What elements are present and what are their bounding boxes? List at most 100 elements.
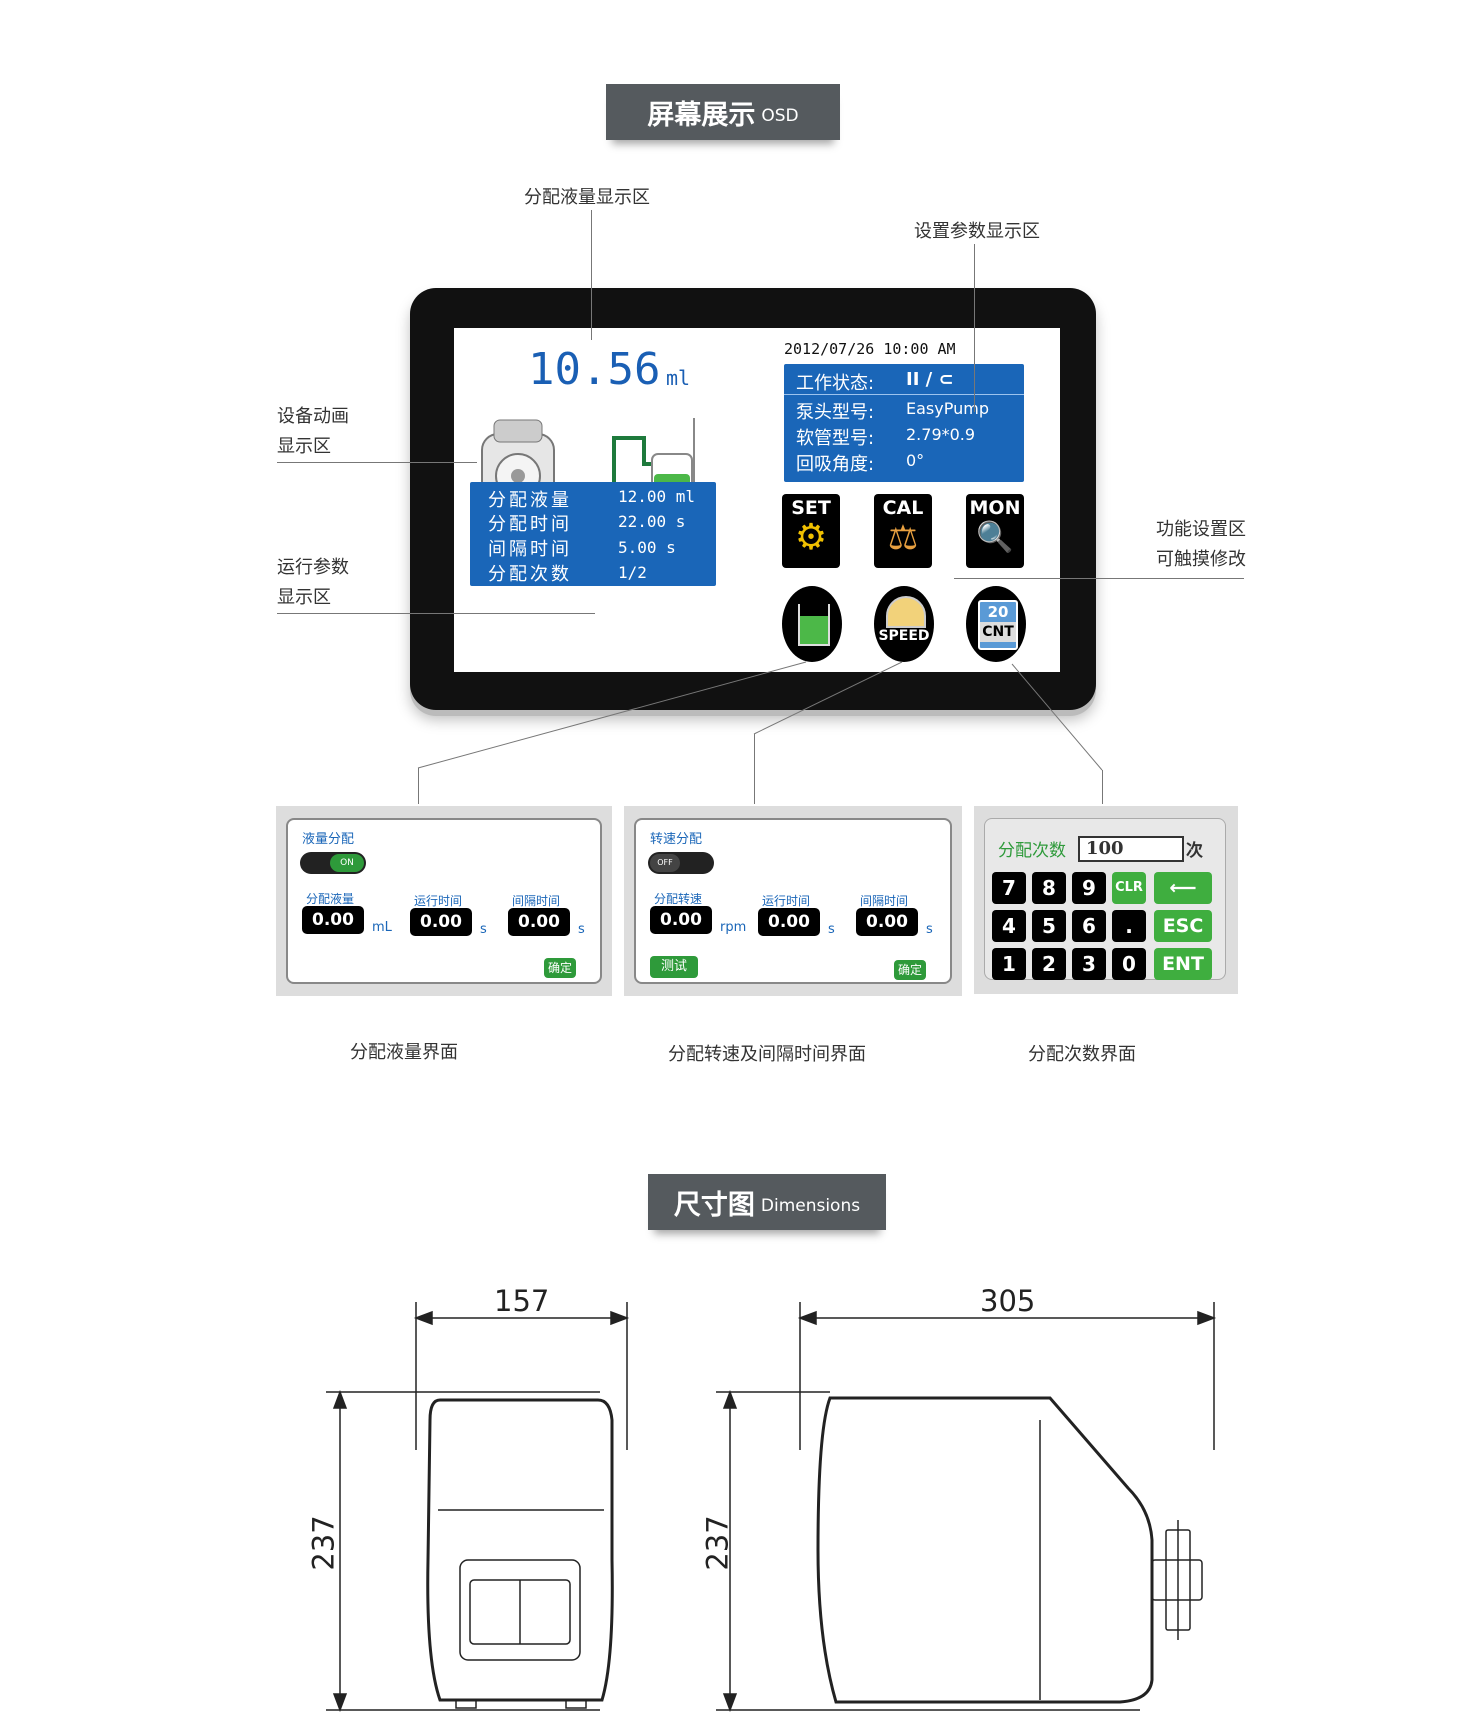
key-7[interactable]: 7: [992, 872, 1026, 904]
mon-label: MON: [969, 497, 1021, 519]
datetime: 2012/07/26 10:00 AM: [784, 340, 956, 358]
run-row-label: 分配液量: [488, 490, 572, 511]
osd-banner-subtitle: OSD: [761, 106, 799, 126]
interval-time-input[interactable]: 0.00: [508, 908, 570, 936]
run-row-value: 5.00 s: [618, 538, 676, 557]
scale-icon: ⚖: [887, 518, 919, 558]
volume-mode-button[interactable]: [782, 586, 842, 662]
leader-line: [754, 734, 755, 804]
dispense-volume-input[interactable]: 0.00: [302, 906, 364, 934]
confirm-button[interactable]: 确定: [544, 958, 576, 978]
key-8[interactable]: 8: [1032, 872, 1066, 904]
cal-label: CAL: [882, 497, 924, 519]
side-height-label: 237: [700, 1515, 735, 1571]
test-button[interactable]: 测试: [650, 956, 698, 978]
status-row-value: 0°: [906, 451, 925, 470]
callout-run-params-2: 显示区: [277, 587, 331, 608]
status-row-label: 泵头型号:: [796, 402, 875, 423]
callout-function-1: 功能设置区: [1156, 519, 1246, 540]
dispense-speed-input[interactable]: 0.00: [650, 906, 712, 934]
speed-panel: 转速分配 OFF 分配转速 0.00 rpm 运行时间 0.00 s 间隔时间 …: [624, 806, 962, 996]
gauge-icon: [886, 596, 926, 628]
key-1[interactable]: 1: [992, 948, 1026, 980]
volume-value: 10.56: [528, 344, 661, 395]
field-unit: rpm: [720, 920, 747, 935]
status-row-label: 软管型号:: [796, 428, 875, 449]
speed-panel-caption: 分配转速及间隔时间界面: [668, 1044, 866, 1065]
set-label: SET: [791, 497, 831, 519]
dimensions-banner-title: 尺寸图: [673, 1189, 755, 1221]
field-label: 运行时间: [414, 894, 463, 908]
key-4[interactable]: 4: [992, 910, 1026, 942]
escape-key[interactable]: ESC: [1154, 910, 1212, 942]
callout-animation-1: 设备动画: [277, 406, 349, 427]
enter-key[interactable]: ENT: [1154, 948, 1212, 980]
toggle-on: ON: [330, 854, 364, 872]
run-row-label: 间隔时间: [488, 539, 572, 560]
field-label: 间隔时间: [512, 894, 561, 908]
mon-button[interactable]: MON 🔍: [966, 494, 1024, 568]
key-5[interactable]: 5: [1032, 910, 1066, 942]
dimensions-banner-subtitle: Dimensions: [760, 1196, 861, 1216]
count-button[interactable]: 20 CNT: [966, 586, 1026, 662]
gear-icon: ⚙: [794, 517, 828, 558]
run-params-panel: 分配液量 12.00 ml 分配时间 22.00 s 间隔时间 5.00 s 分…: [470, 482, 716, 586]
status-row-value: EasyPump: [906, 399, 989, 418]
count-unit: 次: [1186, 841, 1203, 861]
leader-line: [591, 210, 592, 340]
beaker-icon: [798, 604, 830, 646]
leader-line: [1102, 770, 1103, 804]
leader-line: [418, 768, 419, 804]
front-width-label: 157: [494, 1284, 550, 1318]
backspace-key[interactable]: ⟵: [1154, 872, 1212, 904]
run-time-input[interactable]: 0.00: [758, 908, 820, 936]
count-badge: 20 CNT: [978, 600, 1018, 650]
count-label: CNT: [980, 622, 1016, 642]
key-2[interactable]: 2: [1032, 948, 1066, 980]
callout-run-params-1: 运行参数: [277, 557, 349, 578]
callout-set-params: 设置参数显示区: [914, 221, 1040, 242]
leader-line: [277, 462, 477, 463]
magnifier-icon: 🔍: [976, 520, 1014, 555]
toggle-off: OFF: [650, 854, 680, 872]
field-unit: s: [578, 922, 585, 937]
volume-unit: ml: [666, 366, 691, 390]
set-button[interactable]: SET ⚙: [782, 494, 840, 568]
key-9[interactable]: 9: [1072, 872, 1106, 904]
count-panel: 分配次数 100 次 7 8 9 CLR ⟵ 4 5 6 . ESC 1 2 3…: [974, 806, 1238, 994]
volume-panel-caption: 分配液量界面: [350, 1042, 458, 1063]
volume-panel-title: 液量分配: [302, 832, 355, 847]
status-panel: 工作状态: II / ⊂ 泵头型号: EasyPump 软管型号: 2.79*0…: [784, 364, 1024, 482]
osd-banner: 屏幕展示 OSD: [606, 84, 840, 140]
speed-button[interactable]: SPEED: [874, 586, 934, 662]
key-6[interactable]: 6: [1072, 910, 1106, 942]
field-label: 分配液量: [306, 892, 355, 906]
count-panel-caption: 分配次数界面: [1028, 1044, 1136, 1065]
callout-function-2: 可触摸修改: [1156, 549, 1246, 570]
run-row-value: 1/2: [618, 563, 647, 582]
clear-key[interactable]: CLR: [1112, 872, 1146, 904]
callout-animation-2: 显示区: [277, 436, 331, 457]
cal-button[interactable]: CAL ⚖: [874, 494, 932, 568]
run-row-label: 分配次数: [488, 564, 572, 585]
volume-toggle[interactable]: ON: [300, 852, 366, 874]
run-time-input[interactable]: 0.00: [410, 908, 472, 936]
field-unit: s: [480, 922, 487, 937]
speed-toggle[interactable]: OFF: [648, 852, 714, 874]
key-dot[interactable]: .: [1112, 910, 1146, 942]
speed-label: SPEED: [878, 628, 930, 644]
field-label: 运行时间: [762, 894, 811, 908]
leader-line: [277, 613, 595, 614]
count-label: 分配次数: [998, 841, 1066, 861]
field-label: 分配转速: [654, 892, 703, 906]
interval-time-input[interactable]: 0.00: [856, 908, 918, 936]
key-3[interactable]: 3: [1072, 948, 1106, 980]
key-0[interactable]: 0: [1112, 948, 1146, 980]
speed-panel-title: 转速分配: [650, 832, 703, 847]
leader-line: [974, 244, 975, 412]
count-input[interactable]: 100: [1078, 836, 1184, 862]
confirm-button[interactable]: 确定: [894, 960, 926, 980]
field-unit: mL: [372, 920, 392, 935]
